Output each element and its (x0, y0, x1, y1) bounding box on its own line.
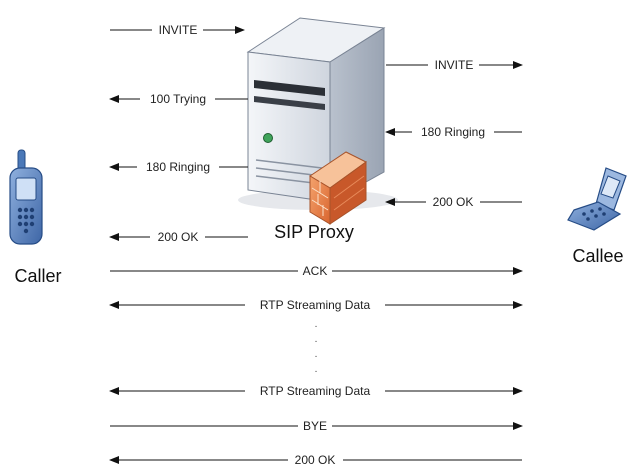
message-200-ok-to-proxy: 200 OK (385, 195, 522, 209)
message-label: ACK (303, 264, 328, 278)
message-invite-to-proxy: INVITE (110, 23, 245, 37)
message-label: RTP Streaming Data (260, 298, 371, 312)
message-label: BYE (303, 419, 327, 433)
message-label: RTP Streaming Data (260, 384, 371, 398)
message-label: INVITE (435, 58, 474, 72)
svg-text:.: . (315, 334, 318, 345)
callee-phone-icon (567, 167, 627, 231)
caller-phone-icon (9, 149, 43, 245)
message-label: INVITE (159, 23, 198, 37)
message-100-trying: 100 Trying (109, 92, 248, 106)
message-invite-to-callee: INVITE (386, 58, 523, 72)
message-label: 200 OK (158, 230, 199, 244)
message-label: 180 Ringing (146, 160, 210, 174)
svg-text:.: . (315, 319, 318, 330)
message-rtp-streaming-1: RTP Streaming Data (109, 298, 523, 312)
message-180-ringing-to-caller: 180 Ringing (109, 160, 248, 174)
server-icon (238, 17, 398, 210)
message-rtp-streaming-2: RTP Streaming Data (109, 384, 523, 398)
proxy-label: SIP Proxy (274, 222, 354, 242)
svg-text:.: . (315, 364, 318, 375)
message-200-ok-final: 200 OK (109, 453, 522, 467)
firewall-icon (309, 151, 367, 225)
svg-text:.: . (315, 349, 318, 360)
caller-label: Caller (14, 266, 61, 286)
message-label: 180 Ringing (421, 125, 485, 139)
message-label: 100 Trying (150, 92, 206, 106)
message-bye: BYE (110, 419, 523, 433)
message-180-ringing-to-proxy: 180 Ringing (385, 125, 522, 139)
message-200-ok-to-caller: 200 OK (109, 230, 248, 244)
message-label: 200 OK (295, 453, 336, 467)
callee-label: Callee (572, 246, 623, 266)
message-ack: ACK (110, 264, 523, 278)
message-label: 200 OK (433, 195, 474, 209)
continuation-dots: . . . . (315, 319, 318, 375)
